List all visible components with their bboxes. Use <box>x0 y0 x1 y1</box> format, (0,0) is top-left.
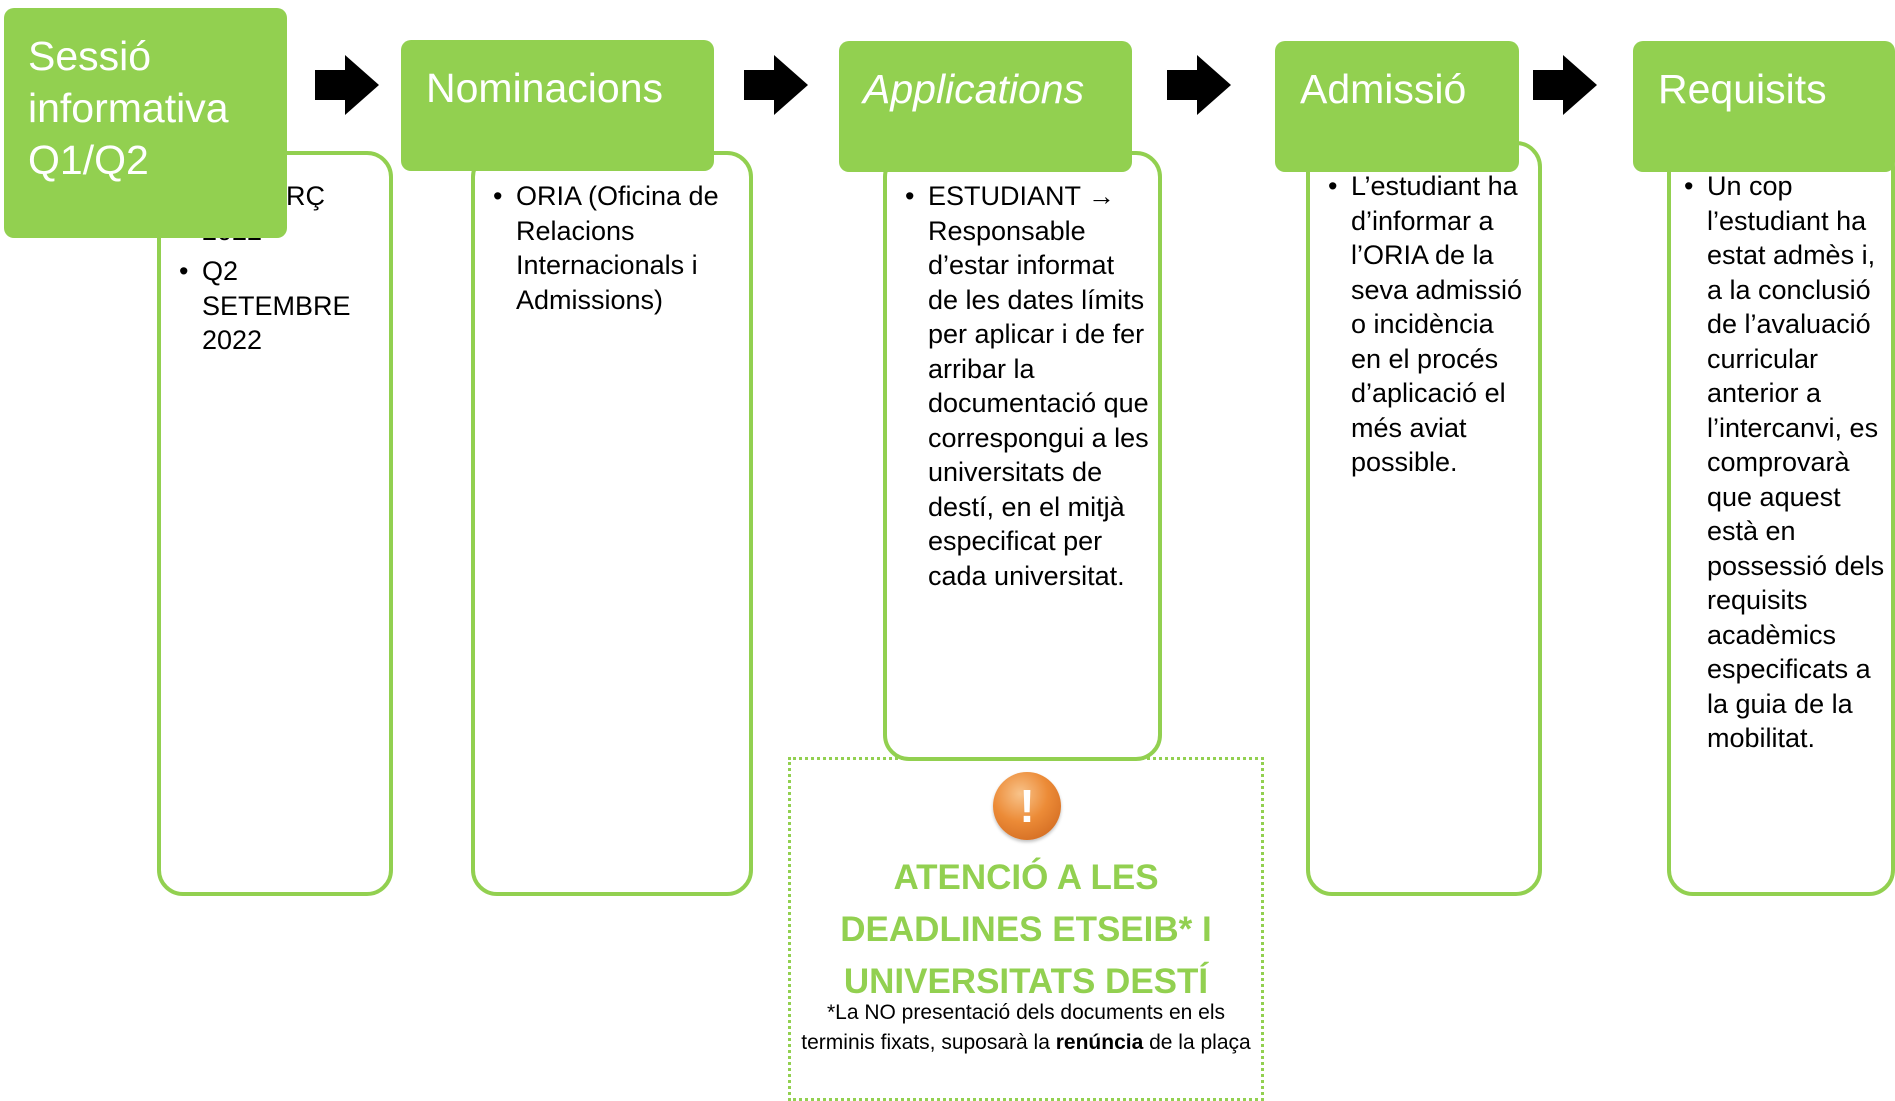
step-sessio-title: Sessió informativa Q1/Q2 <box>28 33 229 183</box>
exclamation-icon: ! <box>993 772 1061 840</box>
flow-arrow-2 <box>744 55 808 115</box>
step-requisits-details: Un cop l’estudiant ha estat admès i, a l… <box>1667 141 1895 896</box>
step-admissio-title: Admissió <box>1300 66 1467 112</box>
flow-arrow-1 <box>315 55 379 115</box>
step-requisits-title: Requisits <box>1658 66 1827 112</box>
bullet-requisits: Un cop l’estudiant ha estat admès i, a l… <box>1684 169 1887 756</box>
step-nominacions-details: ORIA (Oficina de Relacions Internacional… <box>471 151 753 896</box>
callout-note: *La NO presentació dels documents en els… <box>799 998 1253 1058</box>
flow-arrow-3 <box>1167 55 1231 115</box>
step-admissio-header: Admissió <box>1275 41 1519 172</box>
step-applications-details: ESTUDIANT → Responsable d’estar informat… <box>883 151 1162 761</box>
step-requisits-header: Requisits <box>1633 41 1895 172</box>
step-applications-title: Applications <box>863 66 1085 112</box>
bullet-admissio: L’estudiant ha d’informar a l’ORIA de la… <box>1328 169 1530 480</box>
step-sessio-header: Sessió informativa Q1/Q2 <box>4 8 287 238</box>
flow-arrow-4 <box>1533 55 1597 115</box>
callout-note-suffix: de la plaça <box>1143 1031 1251 1054</box>
callout-note-prefix: *La NO presentació dels documents en els… <box>801 1001 1226 1054</box>
step-applications-header: Applications <box>839 41 1132 172</box>
step-nominacions-title: Nominacions <box>426 65 663 111</box>
callout-note-bold: renúncia <box>1055 1031 1144 1054</box>
bullet-q2: Q2 SETEMBRE 2022 <box>179 254 381 358</box>
step-nominacions-header: Nominacions <box>401 40 714 171</box>
bullet-oria: ORIA (Oficina de Relacions Internacional… <box>493 179 741 317</box>
deadline-callout: ! ATENCIÓ A LES DEADLINES ETSEIB* I UNIV… <box>788 757 1264 1101</box>
step-admissio-details: L’estudiant ha d’informar a l’ORIA de la… <box>1306 141 1542 896</box>
callout-title: ATENCIÓ A LES DEADLINES ETSEIB* I UNIVER… <box>840 858 1212 1001</box>
bullet-estudiant: ESTUDIANT → Responsable d’estar informat… <box>905 179 1150 593</box>
step-sessio-details: Q1 MARÇ 2022 Q2 SETEMBRE 2022 <box>157 151 393 896</box>
